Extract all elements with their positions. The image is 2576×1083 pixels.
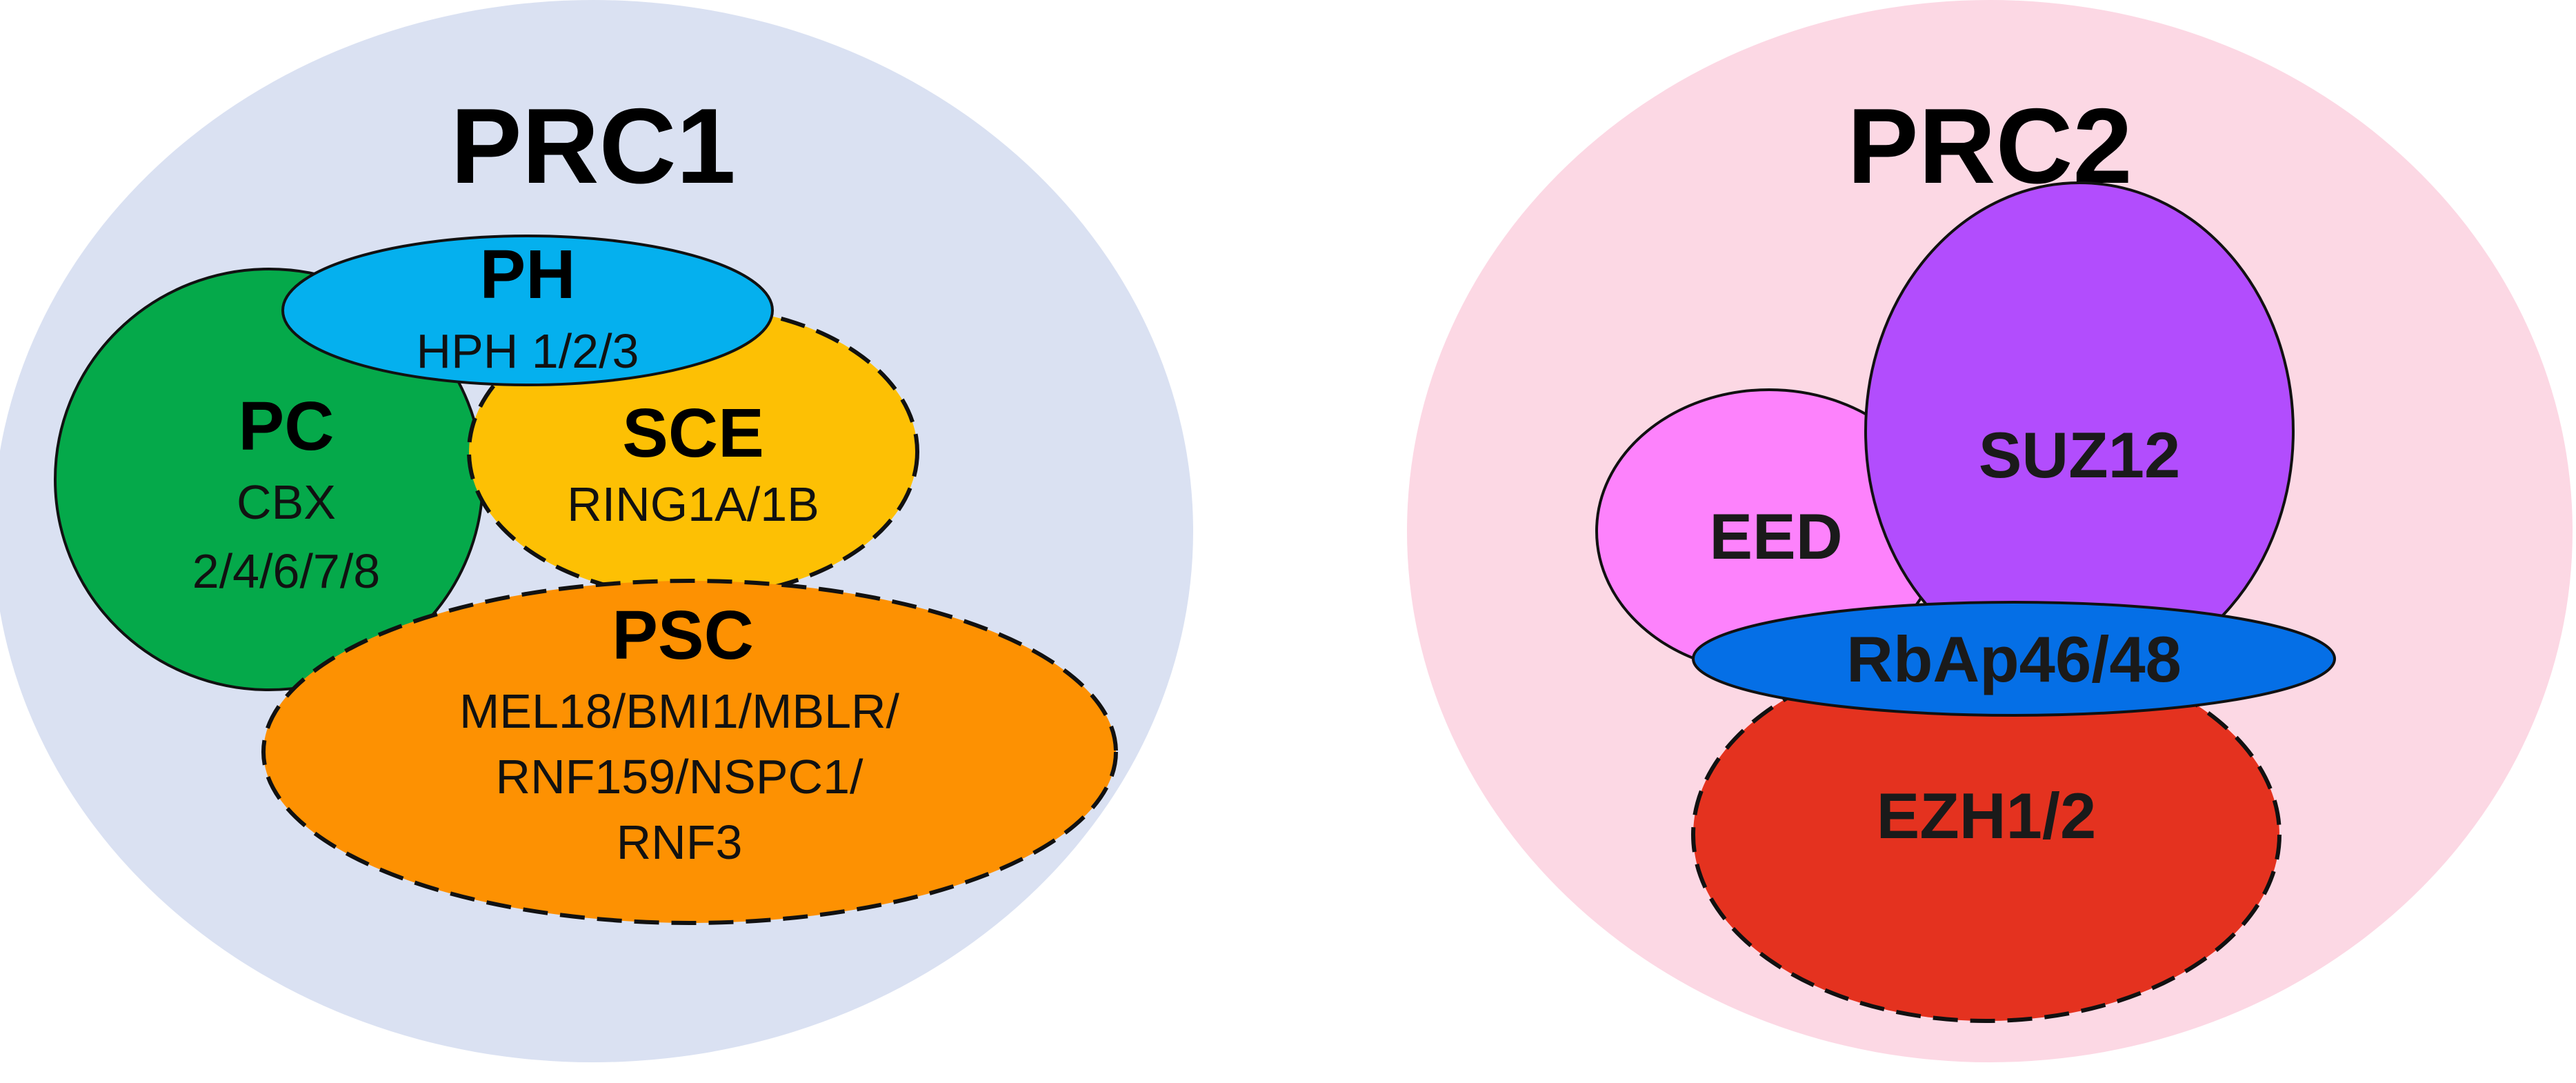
pc-name: PC bbox=[239, 388, 335, 465]
eed-name: EED bbox=[1709, 500, 1842, 573]
rbap-name: RbAp46/48 bbox=[1846, 623, 2181, 695]
ph-name: PH bbox=[480, 236, 576, 313]
pc-members-line1: CBX bbox=[237, 475, 336, 529]
sce-members: RING1A/1B bbox=[567, 477, 819, 531]
prc1-complex: PRC1 PH HPH 1/2/3 PC CBX 2/4/6/7/8 SCE R… bbox=[0, 0, 1193, 1062]
sce-name: SCE bbox=[622, 395, 764, 472]
ph-subunit bbox=[281, 235, 774, 386]
pc-members-line2: 2/4/6/7/8 bbox=[192, 544, 380, 598]
prc1-title: PRC1 bbox=[450, 86, 735, 206]
psc-members-line2: RNF159/NSPC1/ bbox=[496, 750, 864, 804]
suz12-name: SUZ12 bbox=[1979, 419, 2181, 491]
rbap-subunit bbox=[1692, 601, 2336, 717]
ezh-subunit bbox=[1691, 646, 2282, 1023]
ezh-name: EZH1/2 bbox=[1877, 779, 2097, 852]
ph-members: HPH 1/2/3 bbox=[417, 324, 639, 378]
psc-members-line1: MEL18/BMI1/MBLR/ bbox=[459, 684, 900, 738]
psc-name: PSC bbox=[612, 597, 754, 674]
prc2-complex: PRC2 EED SUZ12 RbAp46/48 EZH1/2 bbox=[1407, 0, 2573, 1062]
psc-subunit bbox=[261, 579, 1118, 925]
psc-members-line3: RNF3 bbox=[617, 815, 743, 869]
